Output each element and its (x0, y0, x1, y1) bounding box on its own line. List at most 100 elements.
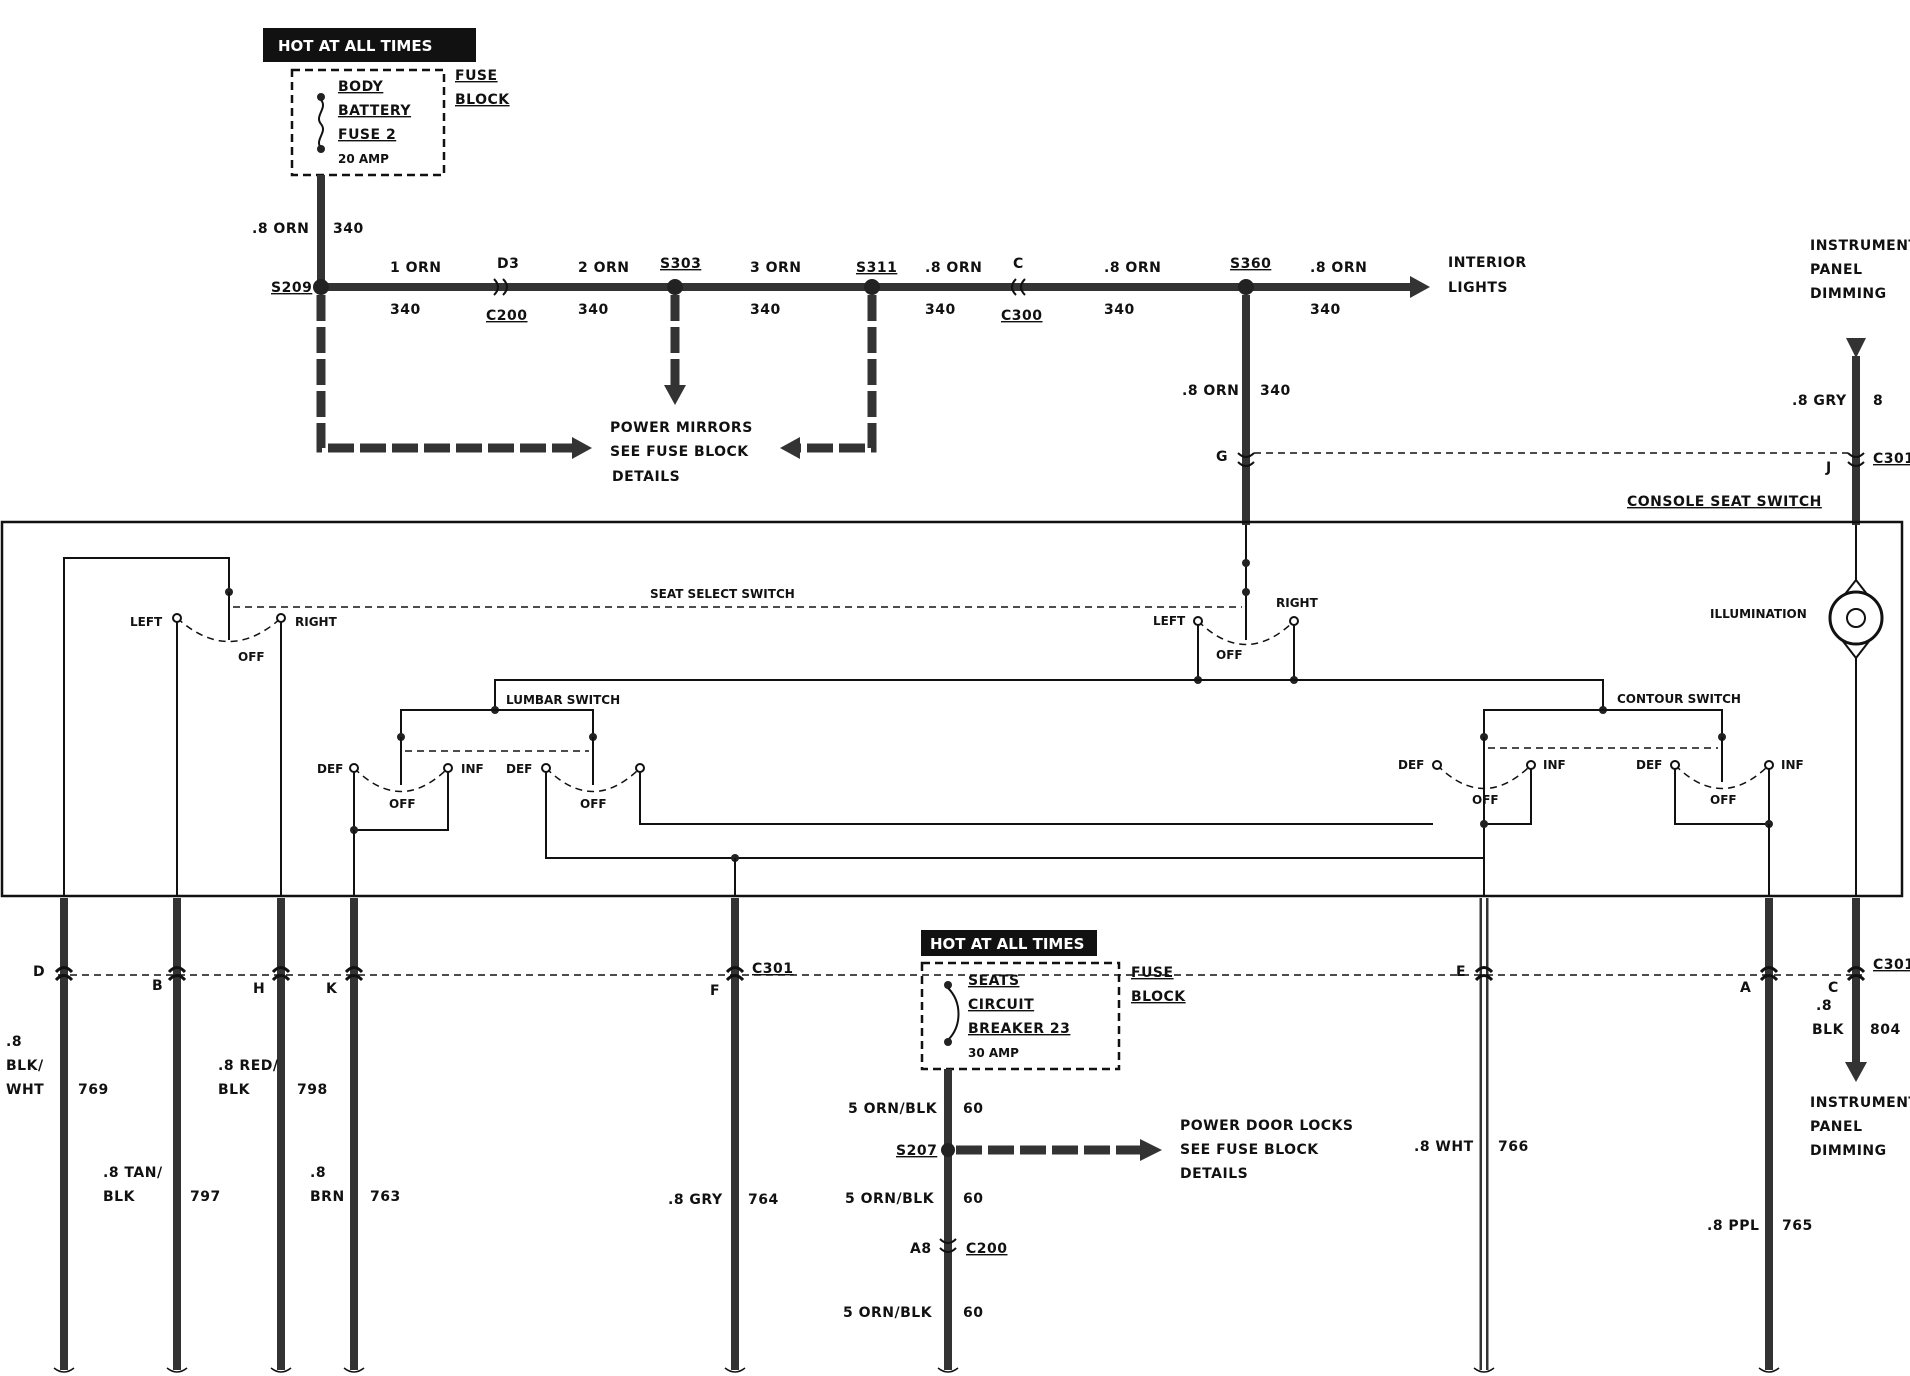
lamp-bottom-lead (1841, 639, 1871, 659)
a8-connector-icon (939, 1238, 957, 1253)
c300-name-label: C300 (1001, 308, 1043, 324)
contour-output-node-e (1480, 820, 1488, 828)
contour-distribution (1483, 709, 1723, 737)
splice-s207-label: S207 (896, 1143, 937, 1159)
seat-fuse-block-label-1: FUSE (1131, 965, 1174, 981)
left-select-arc (176, 617, 282, 643)
wire-769-circuit: 769 (78, 1082, 109, 1098)
seat-breaker-line1: SEATS (968, 973, 1020, 989)
interior-lights-line2: LIGHTS (1448, 280, 1508, 296)
circuit-breaker-icon (947, 987, 960, 1041)
right-select-left-contact (1193, 616, 1203, 626)
seat-seg2-gauge: 5 ORN/BLK (845, 1191, 935, 1207)
wire-798-circuit: 798 (297, 1082, 328, 1098)
ipd-top-circuit: 8 (1873, 393, 1883, 409)
c200-bottom-label: C200 (966, 1241, 1008, 1257)
seg1-circuit: 340 (390, 302, 421, 318)
seg3-circuit: 340 (750, 302, 781, 318)
hot-at-all-times-label-top: HOT AT ALL TIMES (278, 37, 432, 55)
splice-label-s303: S303 (660, 256, 701, 272)
door-locks-line1: POWER DOOR LOCKS (1180, 1118, 1353, 1134)
splice-label-s360: S360 (1230, 256, 1271, 272)
wire-804-gauge1: .8 (1816, 998, 1832, 1014)
seg6-circuit: 340 (1310, 302, 1341, 318)
c301-right-label: C301 (1873, 957, 1910, 973)
lumbar-contour-bus (494, 679, 1604, 710)
pin-d-label: D (33, 964, 45, 980)
pin-a8-label: A8 (910, 1241, 932, 1257)
seat-fuse-block: HOT AT ALL TIMES SEATS CIRCUIT BREAKER 2… (920, 930, 1186, 1071)
ipd-bottom-line2: PANEL (1810, 1119, 1863, 1135)
c200-connector-icon (493, 278, 508, 296)
contour-left-arc (1436, 764, 1532, 790)
fuse-label-line2: BATTERY (338, 103, 411, 119)
contour-right-links (1674, 769, 1770, 825)
ipd-top-line3: DIMMING (1810, 286, 1887, 302)
seg5-gauge: .8 ORN (1104, 260, 1161, 276)
fuse-block-label-1: FUSE (455, 68, 498, 84)
feed-circuit-label: 340 (333, 221, 364, 237)
lumbar-right-def-contact (541, 763, 551, 773)
lumbar-left-off-label: OFF (389, 797, 416, 811)
power-mirrors-line3: DETAILS (612, 469, 680, 485)
pin-c-label: C (1828, 980, 1839, 996)
console-seat-switch-box (0, 520, 1904, 898)
seg2-gauge: 2 ORN (578, 260, 630, 276)
splice-label-s311: S311 (856, 260, 897, 276)
lumbar-left-arc (353, 767, 449, 793)
c300-pin-label: C (1013, 256, 1024, 272)
seg2-circuit: 340 (578, 302, 609, 318)
ipd-bottom-line1: INSTRUMENT (1810, 1095, 1910, 1111)
ipd-top: INSTRUMENT PANEL DIMMING .8 GRY 8 J C301 (1792, 238, 1910, 525)
seat-feed: 5 ORN/BLK 60 S207 5 ORN/BLK 60 A8 C200 5… (843, 1069, 1353, 1370)
hot-at-all-times-banner-seat (921, 930, 1097, 956)
wire-766-circuit: 766 (1498, 1139, 1529, 1155)
illumination-label: ILLUMINATION (1710, 607, 1807, 621)
c301-connector-icons (54, 966, 1866, 982)
top-fuse-block: HOT AT ALL TIMES BODY BATTERY FUSE 2 20 … (263, 28, 510, 177)
wire-763-gauge2: BRN (310, 1189, 345, 1205)
contour-right-arc (1674, 764, 1770, 790)
pin-j-connector-icon (1847, 452, 1865, 467)
wire-766-gauge: .8 WHT (1414, 1139, 1474, 1155)
pin-g-label: G (1216, 449, 1228, 465)
right-select-off-label: OFF (1216, 648, 1243, 662)
lamp-filament-icon (1846, 608, 1866, 628)
seat-fuse-block-label-2: BLOCK (1131, 989, 1186, 1005)
pin-e-label: E (1456, 964, 1466, 980)
c301-mid-label: C301 (752, 961, 794, 977)
seat-breaker-dashed-box (920, 961, 1121, 1071)
fuse-terminal-bottom (317, 145, 325, 153)
lumbar-left-def-contact (349, 763, 359, 773)
illumination-lamp-icon (1828, 590, 1884, 646)
mirror-arrow-left-icon (572, 437, 592, 459)
contour-left-off-label: OFF (1472, 793, 1499, 807)
wire-798-gauge1: .8 RED/ (218, 1058, 279, 1074)
seg5-circuit: 340 (1104, 302, 1135, 318)
mirror-arrow-right-icon (780, 437, 800, 459)
fuse-label-line3: FUSE 2 (338, 127, 396, 143)
lumbar-left-inf-contact (443, 763, 453, 773)
ipd-top-line2: PANEL (1810, 262, 1863, 278)
splice-label-s209: S209 (271, 280, 312, 296)
pin-b-label: B (152, 978, 163, 994)
hot-at-all-times-banner-top (263, 28, 476, 62)
seat-breaker-rating: 30 AMP (968, 1046, 1019, 1060)
wire-764-circuit: 764 (748, 1192, 779, 1208)
contour-left-inf-contact (1526, 760, 1536, 770)
right-select-right-label: RIGHT (1276, 596, 1319, 610)
left-select-right-label: RIGHT (295, 615, 338, 629)
left-select-left-contact (172, 613, 182, 623)
splice-s360 (1238, 279, 1254, 295)
power-mirrors-line1: POWER MIRRORS (610, 420, 753, 436)
lumbar-right-def-label: DEF (506, 762, 532, 776)
lumbar-right-inf-contact (635, 763, 645, 773)
door-locks-arrow-icon (1140, 1139, 1162, 1161)
pin-g-connector-icon (1237, 452, 1255, 467)
pin-a-label: A (1740, 980, 1751, 996)
right-select-arc (1197, 620, 1295, 646)
lumbar-switch-label: LUMBAR SWITCH (506, 693, 620, 707)
seg4-circuit: 340 (925, 302, 956, 318)
wire-765-gauge: .8 PPL (1707, 1218, 1759, 1234)
fuse-block-label-2: BLOCK (455, 92, 510, 108)
